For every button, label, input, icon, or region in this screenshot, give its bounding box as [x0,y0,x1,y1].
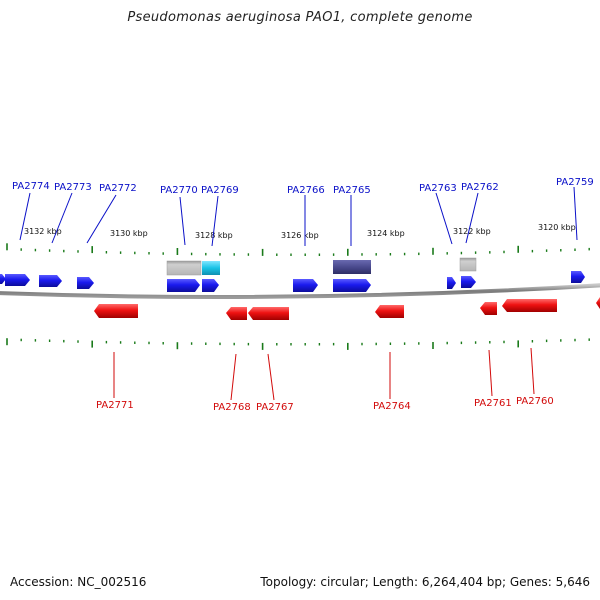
gene-arrow-reverse[interactable] [94,304,138,318]
gene-label-reverse[interactable]: PA2768 [213,402,251,413]
genome-title: Pseudomonas aeruginosa PAO1, complete ge… [127,10,473,25]
gene-label-forward[interactable]: PA2759 [556,177,594,188]
gene-label-forward[interactable]: PA2773 [54,182,92,193]
grey-feature-box[interactable] [459,257,477,272]
gene-arrow-forward[interactable] [39,275,62,287]
gene-label-forward[interactable]: PA2763 [419,183,457,194]
scale-label: 3128 kbp [195,231,233,240]
gene-label-forward[interactable]: PA2772 [99,183,137,194]
genome-summary-text: Topology: circular; Length: 6,264,404 bp… [260,575,590,589]
grey-feature-box[interactable] [166,260,202,276]
gene-label-forward[interactable]: PA2765 [333,185,371,196]
leader-line [51,192,73,244]
gene-label-forward[interactable]: PA2762 [461,182,499,193]
accession-text: Accession: NC_002516 [10,575,147,589]
gene-labels: PA2774 PA2773 PA2772 PA2770 PA2769 PA276… [12,177,594,413]
scale-labels: 3132 kbp 3130 kbp 3128 kbp 3126 kbp 3124… [24,223,576,240]
gene-label-reverse[interactable]: PA2761 [474,398,512,409]
gene-arrow-forward[interactable] [293,279,318,292]
leader-line [86,194,117,244]
leader-line [465,192,479,244]
gene-arrow-forward[interactable] [77,277,94,289]
gene-label-forward[interactable]: PA2769 [201,185,239,196]
gene-label-forward[interactable]: PA2766 [287,185,325,196]
leader-line [179,196,186,246]
scale-ticks-top [6,243,590,256]
gene-arrow-reverse[interactable] [248,307,289,320]
leader-line [19,192,31,241]
scale-ticks-bottom [6,338,590,350]
gene-arrow-forward[interactable] [333,279,371,292]
gene-label-reverse[interactable]: PA2771 [96,400,134,411]
gene-arrow-reverse[interactable] [480,302,497,315]
scale-label: 3130 kbp [110,229,148,238]
gene-label-forward[interactable]: PA2774 [12,181,50,192]
scale-label: 3124 kbp [367,229,405,238]
gene-label-reverse[interactable]: PA2760 [516,396,554,407]
gene-arrow-forward[interactable] [202,279,219,292]
other-features [166,257,477,276]
gene-arrow-reverse[interactable] [502,299,557,312]
gene-label-reverse[interactable]: PA2764 [373,401,411,412]
gene-arrow-reverse[interactable] [226,307,247,320]
gene-arrow-forward[interactable] [0,274,6,284]
label-leader-lines [19,186,578,401]
scale-label: 3126 kbp [281,231,319,240]
scale-label: 3122 kbp [453,227,491,236]
reverse-strand-genes [94,297,600,320]
leader-line [435,192,453,245]
forward-strand-genes [0,271,585,292]
gene-arrow-forward[interactable] [461,276,476,288]
gene-arrow-forward[interactable] [571,271,585,283]
gene-arrow-reverse[interactable] [596,297,600,309]
leader-line [488,349,493,397]
gene-label-reverse[interactable]: PA2767 [256,402,294,413]
scale-label: 3120 kbp [538,223,576,232]
gene-arrow-forward[interactable] [5,274,30,286]
leader-line [230,353,237,401]
gene-arrow-reverse[interactable] [375,305,404,318]
gene-arrow-forward[interactable] [167,279,200,292]
gene-arrow-forward[interactable] [447,277,456,289]
dark-feature-box[interactable] [333,260,371,274]
leader-line [267,353,275,401]
leader-line [211,195,219,247]
gene-label-forward[interactable]: PA2770 [160,185,198,196]
genome-backbone [0,283,600,300]
scale-label: 3132 kbp [24,227,62,236]
cyan-feature-box[interactable] [202,261,220,275]
leader-line [573,186,578,241]
leader-line [530,347,535,395]
